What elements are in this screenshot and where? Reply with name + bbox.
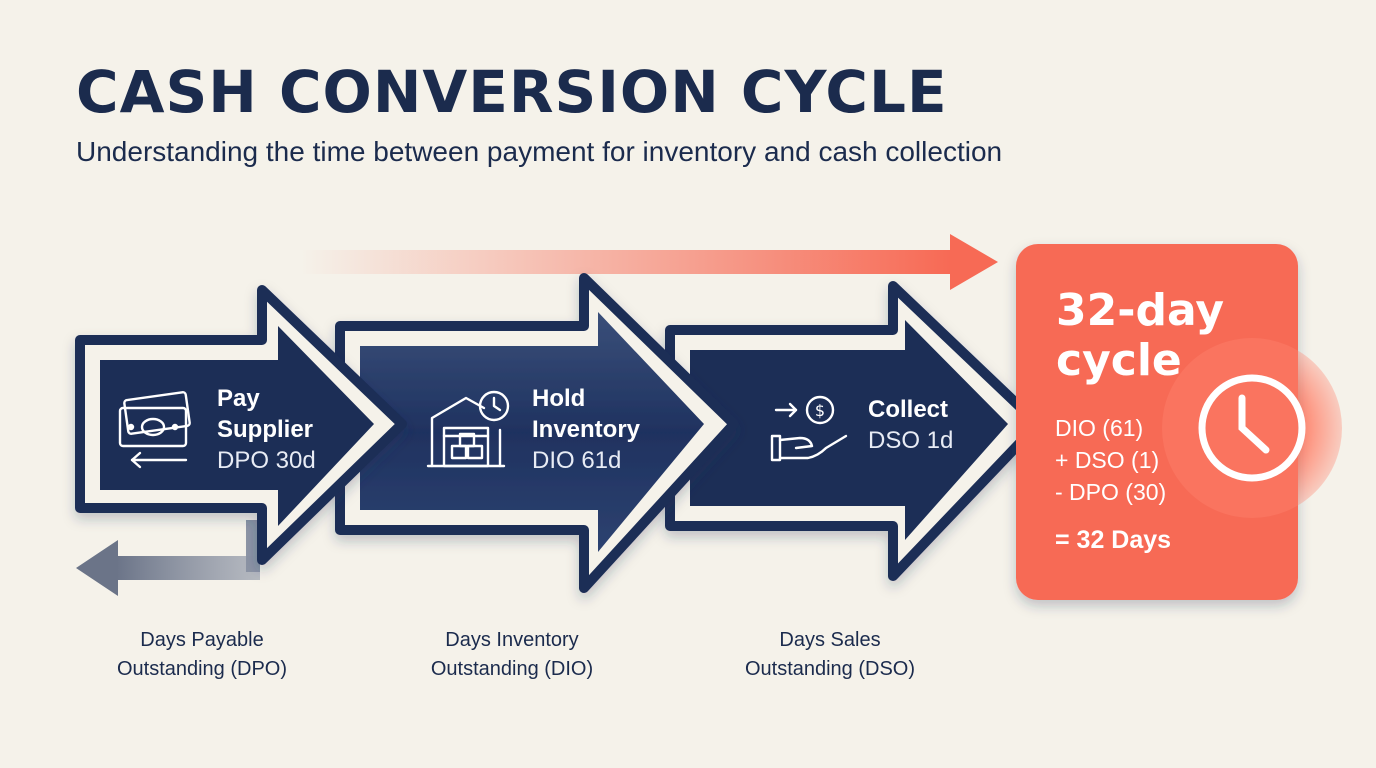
step-arrow-hold xyxy=(335,273,739,593)
step-pay-metric: DPO 30d xyxy=(217,447,316,474)
cash-out-icon xyxy=(118,391,191,469)
step-hold-name-1: Hold xyxy=(532,385,586,412)
caption-dso-line2: Outstanding (DSO) xyxy=(744,658,916,680)
caption-dso: Days Sales Outstanding (DSO) xyxy=(700,626,960,684)
step-arrow-pay xyxy=(75,285,407,565)
step-pay-label: Pay Supplier DPO 30d xyxy=(217,383,316,476)
svg-text:$: $ xyxy=(815,401,825,420)
formula-dio: DIO (61) xyxy=(1055,415,1144,441)
caption-dpo-line2: Outstanding (DPO) xyxy=(116,658,288,680)
step-pay-name-1: Pay xyxy=(217,385,260,412)
step-hold-label: Hold Inventory DIO 61d xyxy=(532,383,640,476)
payment-return-arrow xyxy=(76,520,260,596)
hand-coin-icon: $ xyxy=(770,395,848,462)
page-subtitle: Understanding the time between payment f… xyxy=(76,136,1003,167)
result-formula: DIO (61) + DSO (1) - DPO (30) xyxy=(1055,412,1166,508)
step-collect-label: Collect DSO 1d xyxy=(868,394,953,456)
timeline-arrow xyxy=(300,234,998,290)
result-title: 32-day cycle xyxy=(1056,286,1236,386)
formula-dso: + DSO (1) xyxy=(1055,447,1160,473)
result-card xyxy=(1016,244,1342,600)
caption-dio-line2: Outstanding (DIO) xyxy=(430,658,594,680)
result-title-line1: 32-day xyxy=(1056,285,1225,336)
warehouse-clock-icon xyxy=(426,390,510,468)
step-arrow-collect xyxy=(665,281,1043,581)
page-title: CASH CONVERSION CYCLE xyxy=(76,58,948,126)
clock-icon xyxy=(1198,374,1306,482)
caption-dso-line1: Days Sales xyxy=(779,629,881,651)
step-pay-name-2: Supplier xyxy=(217,416,314,443)
caption-dpo: Days Payable Outstanding (DPO) xyxy=(72,626,332,684)
caption-dio: Days Inventory Outstanding (DIO) xyxy=(382,626,642,684)
result-title-line2: cycle xyxy=(1056,335,1182,386)
step-hold-metric: DIO 61d xyxy=(532,447,622,474)
result-total: = 32 Days xyxy=(1055,526,1172,554)
caption-dpo-line1: Days Payable xyxy=(140,629,264,651)
caption-dio-line1: Days Inventory xyxy=(445,629,579,651)
step-collect-metric: DSO 1d xyxy=(868,427,954,454)
step-hold-name-2: Inventory xyxy=(532,416,641,443)
step-collect-name: Collect xyxy=(868,396,949,423)
formula-dpo: - DPO (30) xyxy=(1055,479,1167,505)
